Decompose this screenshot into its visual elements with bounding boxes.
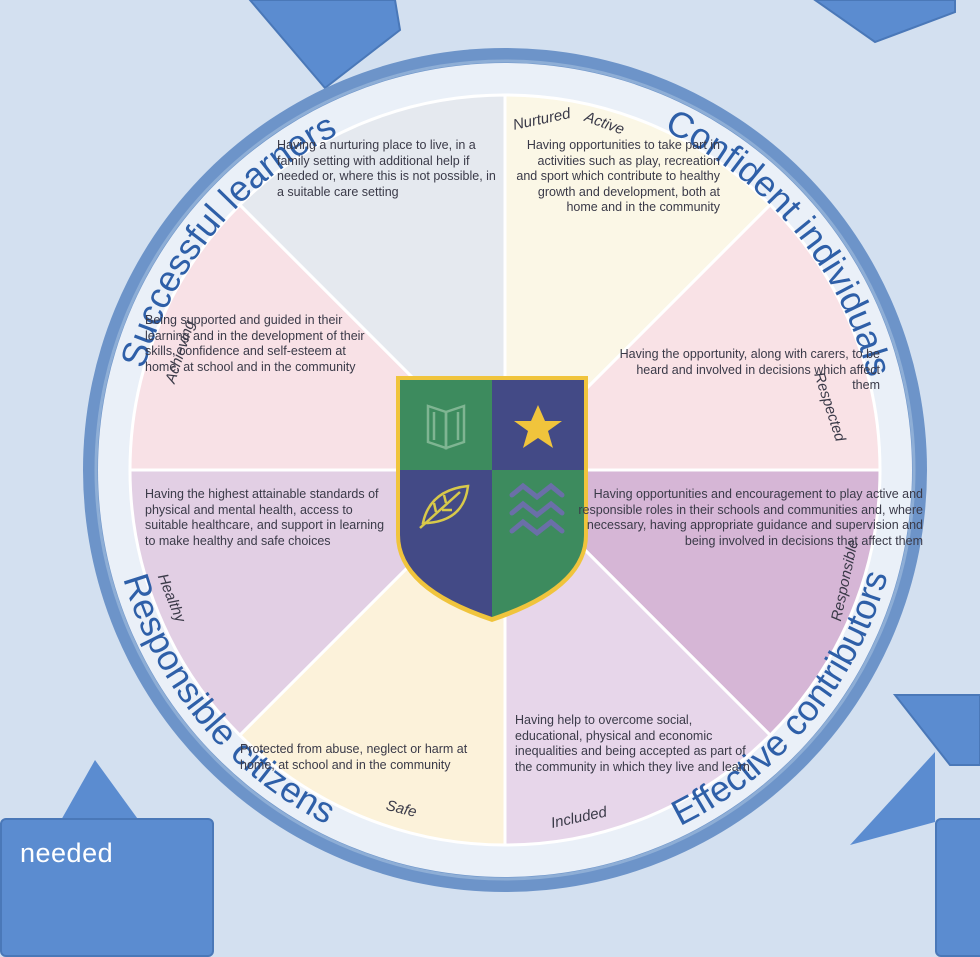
callout-top-left-tail — [248, 0, 402, 90]
crest-quadrant-purple-bottom — [400, 470, 492, 617]
responsible-description: Having opportunities and encouragement t… — [578, 487, 923, 548]
safe-description: Protected from abuse, neglect or harm at… — [240, 742, 468, 772]
callout-bottom-right — [935, 818, 980, 957]
nurtured-description: Having a nurturing place to live, in a f… — [277, 138, 496, 199]
segment-respected — [501, 468, 882, 738]
callout-right-mid-tail — [892, 694, 980, 766]
respected-description: Having the opportunity, along with carer… — [619, 347, 880, 392]
callout-bottom-right-tail — [850, 752, 935, 845]
included-description: Having help to overcome social, educatio… — [515, 713, 750, 774]
callout-bottom-left-tail — [60, 760, 140, 822]
segment-active — [501, 202, 882, 472]
leaf-icon — [419, 484, 470, 529]
waves-icon — [509, 482, 565, 537]
achieving-description: Being supported and guided in their lear… — [145, 313, 365, 374]
star-icon — [514, 405, 562, 448]
healthy-description: Having the highest attainable standards … — [145, 487, 385, 548]
active-description: Having opportunities to take part in act… — [516, 138, 720, 214]
crest-shield — [396, 376, 588, 622]
callout-bottom-left: needed — [0, 818, 214, 957]
label-safe: Safe — [384, 797, 418, 821]
callout-top-right-tail — [813, 0, 956, 44]
book-icon — [426, 404, 466, 450]
crest-quadrant-green-bottom — [492, 470, 584, 617]
callout-bottom-left-text: needed — [20, 838, 114, 868]
